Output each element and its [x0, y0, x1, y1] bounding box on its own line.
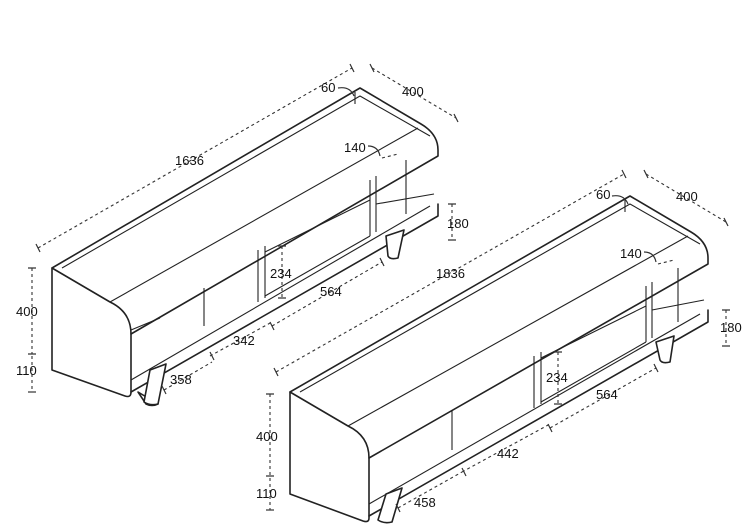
dim-small-leg-height: 110: [16, 363, 37, 378]
dim-small-top-board: 60: [321, 80, 335, 95]
dim-small-body-height: 400: [16, 304, 38, 319]
dim-large-leg-offset: 458: [414, 495, 436, 510]
cabinet-small-dimensions: 1636 60 400 140 180 234 564 342 358: [16, 63, 469, 395]
dim-small-open-width: 342: [233, 333, 255, 348]
dim-large-body-height: 400: [256, 429, 278, 444]
cabinet-small-drawer: [264, 199, 371, 297]
dim-large-depth: 400: [676, 189, 698, 204]
cabinet-large-leg-right: [655, 335, 675, 364]
dim-large-leg-height: 110: [256, 486, 277, 501]
dim-large-drawer-height: 234: [546, 370, 568, 385]
cabinet-small: [51, 87, 439, 407]
dim-large-inner-step: 140: [620, 246, 642, 261]
dim-large-drawer-width: 564: [596, 387, 618, 402]
cabinet-large-side-panel: [289, 391, 370, 523]
cabinet-large-leg-left: [377, 487, 403, 524]
cabinet-large-front-bottom: [368, 309, 709, 517]
dim-small-drawer-height: 234: [270, 266, 292, 281]
cabinet-large-top: [289, 195, 709, 459]
cabinet-large-dimensions: 1836 60 400 140 180 234 564 442 458: [256, 169, 742, 513]
dim-large-length: 1836: [436, 266, 465, 281]
dim-small-drawer-width: 564: [320, 284, 342, 299]
cabinet-large-drawer: [540, 305, 647, 403]
cabinet-small-side-panel: [51, 267, 132, 398]
dim-small-leg-offset: 358: [170, 372, 192, 387]
dim-large-leg-gap: 180: [720, 320, 742, 335]
cabinet-small-top: [51, 87, 439, 335]
dim-small-depth: 400: [402, 84, 424, 99]
cabinet-small-leg-right: [385, 229, 405, 260]
dim-small-inner-step: 140: [344, 140, 366, 155]
cabinet-large: [289, 195, 709, 524]
dim-large-open-width: 442: [497, 446, 519, 461]
dim-large-top-board: 60: [596, 187, 610, 202]
cabinet-small-front-bottom: [130, 203, 439, 393]
dim-small-length: 1636: [175, 153, 204, 168]
dim-small-leg-gap: 180: [447, 216, 469, 231]
